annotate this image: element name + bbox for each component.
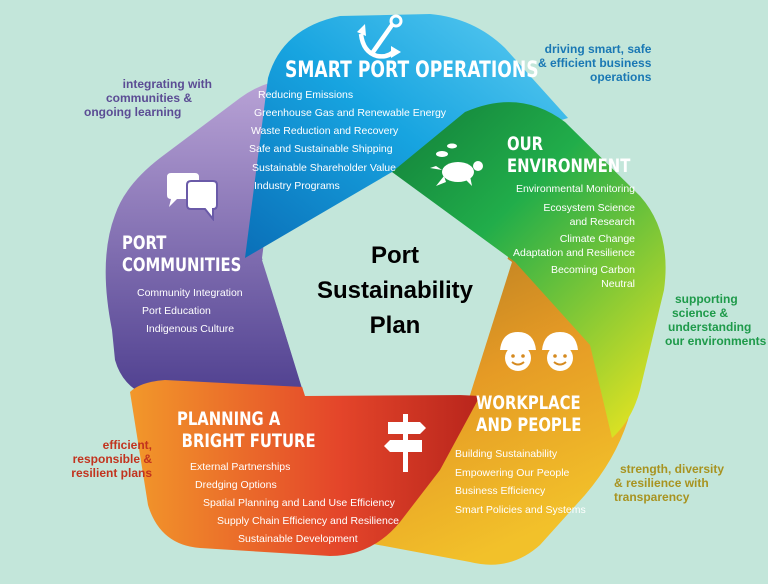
speech-bubbles-icon <box>167 173 218 221</box>
smart-port-title: SMART PORT OPERATIONS <box>285 58 539 83</box>
smart-port-annotation: driving smart, safe & efficient business… <box>538 42 652 84</box>
list-item: External Partnerships <box>190 461 291 473</box>
list-item: Supply Chain Efficiency and Resilience <box>217 515 399 527</box>
list-item: Safe and Sustainable Shipping <box>249 143 393 155</box>
communities-annotation: integrating with communities & ongoing l… <box>84 77 212 119</box>
band-environment <box>392 102 666 438</box>
communities-title: PORT COMMUNITIES <box>122 232 242 276</box>
list-item: Sustainable Development <box>238 533 358 545</box>
hardhat-workers-icon <box>500 332 578 371</box>
list-item: Community Integration <box>137 287 243 299</box>
list-item: Industry Programs <box>254 180 340 192</box>
center-title: Port Sustainability Plan <box>316 242 474 339</box>
planning-annotation: efficient, responsible & resilient plans <box>71 438 152 480</box>
list-item: Dredging Options <box>195 479 277 491</box>
workplace-title: WORKPLACE AND PEOPLE <box>476 392 582 436</box>
list-item: Waste Reduction and Recovery <box>251 125 399 137</box>
list-item: Reducing Emissions <box>258 89 354 101</box>
environment-items: Environmental Monitoring Ecosystem Scien… <box>512 183 635 290</box>
workplace-items: Building Sustainability Empowering Our P… <box>455 448 586 516</box>
list-item: Greenhouse Gas and Renewable Energy <box>254 107 447 119</box>
turtle-fish-icon <box>430 143 483 186</box>
band-smart-port <box>245 14 568 258</box>
list-item: Spatial Planning and Land Use Efficiency <box>203 497 395 509</box>
workplace-annotation: strength, diversity & resilience with tr… <box>614 462 725 504</box>
list-item: Indigenous Culture <box>146 323 235 335</box>
environment-annotation: supporting science & understanding our e… <box>665 292 767 348</box>
signpost-icon <box>384 414 426 472</box>
planning-title: PLANNING A BRIGHT FUTURE <box>177 408 316 452</box>
anchor-icon <box>357 14 403 59</box>
band-port-communities <box>105 80 305 400</box>
list-item: Sustainable Shareholder Value <box>252 162 396 174</box>
list-item: Port Education <box>142 305 211 317</box>
environment-title: OUR ENVIRONMENT <box>507 133 631 177</box>
